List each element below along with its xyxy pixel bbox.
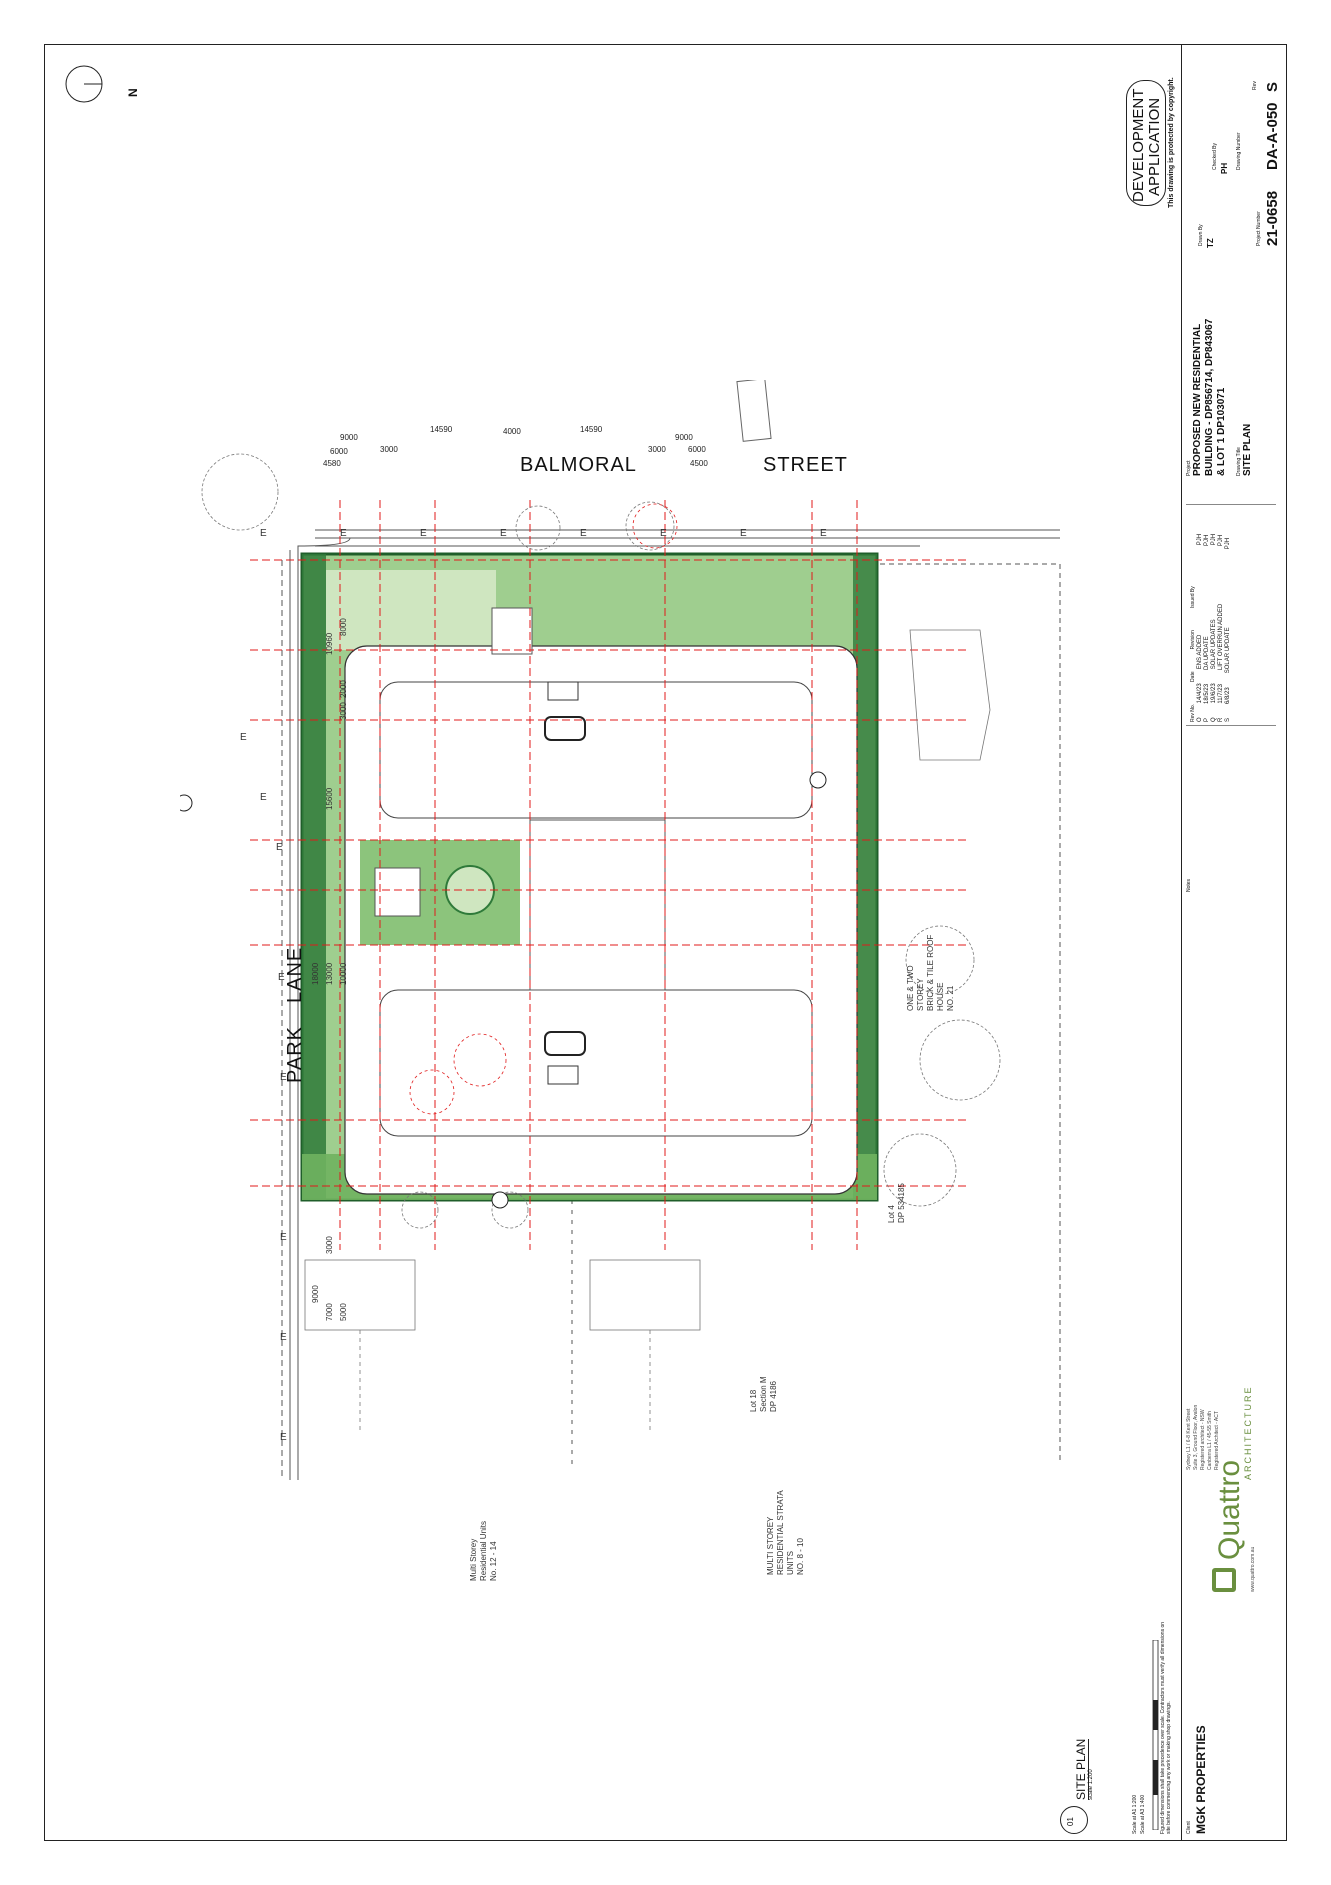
brand-name: Quattro	[1213, 1459, 1246, 1560]
drawing-sheet	[44, 44, 1287, 1841]
project-number-label: Project Number	[1256, 211, 1262, 246]
svg-text:E: E	[260, 792, 267, 803]
svg-text:14590: 14590	[430, 425, 453, 434]
dim-left-1: 10960	[325, 632, 334, 655]
dim-left-11: 7000	[325, 1303, 334, 1321]
revisions-table	[1186, 504, 1276, 726]
svg-text:E: E	[660, 528, 667, 539]
east-house-label: ONE & TWO STOREY BRICK & TILE ROOF HOUSE…	[906, 934, 955, 1011]
svg-text:E: E	[740, 528, 747, 539]
svg-text:E: E	[276, 842, 283, 853]
sheet-scale: scale 1:200	[1088, 1769, 1094, 1800]
park-label: PARK	[284, 1026, 306, 1083]
svg-text:E: E	[280, 1072, 287, 1083]
scale-bar	[1152, 1640, 1159, 1830]
sheet-ref-bubble	[1060, 1806, 1088, 1834]
drawn-by-value: TZ	[1206, 238, 1215, 248]
da-stamp	[1126, 80, 1166, 206]
scale-a3: Scale at A3 1:400	[1140, 1794, 1146, 1834]
dim-left-9: 3000	[325, 1236, 334, 1254]
brand-address: Sydney L1 / 6-8 Kent Street Suite 3, Gro…	[1186, 1404, 1220, 1470]
drawing-title-value: SITE PLAN	[1242, 423, 1253, 476]
dim-left-7: 13000	[325, 962, 334, 985]
svg-text:6000: 6000	[688, 445, 706, 454]
svg-text:3000: 3000	[380, 445, 398, 454]
revisions-header: Rev No. Date Revision Issued By	[1190, 586, 1196, 722]
dim-left-10: 9000	[311, 1285, 320, 1303]
svg-text:E: E	[820, 528, 827, 539]
svg-text:E: E	[260, 528, 267, 539]
balmoral-street-label: BALMORAL	[520, 454, 637, 476]
north-arrow-icon	[65, 65, 103, 103]
rev-value: S	[1264, 81, 1281, 92]
project-title: PROPOSED NEW RESIDENTIAL BUILDING - DP85…	[1192, 318, 1227, 476]
lot4-label: Lot 4 DP 534185	[887, 1183, 906, 1223]
lane-label: LANE	[284, 946, 306, 1003]
brand-sub: ARCHITECTURE	[1243, 1385, 1253, 1480]
street-label: STREET	[763, 454, 848, 476]
da-stamp-line2: APPLICATION	[1146, 97, 1163, 196]
svg-text:14590: 14590	[580, 425, 603, 434]
svg-text:9000: 9000	[340, 433, 358, 442]
site-plan: E E E E E E E E E E E E E E E E 9000 14590 4000 14…	[180, 380, 1061, 1480]
drawing-number-label: Drawing Number	[1236, 132, 1242, 170]
dim-left-8: 10000	[339, 962, 348, 985]
client-value: MGK PROPERTIES	[1194, 1725, 1208, 1834]
svg-text:9000: 9000	[675, 433, 693, 442]
svg-text:E: E	[580, 528, 587, 539]
svg-text:E: E	[240, 732, 247, 743]
quattro-logo-icon	[1212, 1568, 1236, 1592]
svg-text:E: E	[420, 528, 427, 539]
title-block	[1181, 44, 1287, 1841]
svg-text:E: E	[340, 528, 347, 539]
client-label: Client	[1186, 1821, 1192, 1834]
svg-text:E: E	[280, 1232, 287, 1243]
drawn-by-label: Drawn By	[1198, 224, 1204, 246]
svg-text:6000: 6000	[330, 447, 348, 456]
svg-text:E: E	[278, 972, 285, 983]
svg-text:E: E	[280, 1332, 287, 1343]
dim-left-3: 3000	[339, 702, 348, 720]
da-stamp-line1: DEVELOPMENT	[1130, 88, 1147, 202]
dim-left-12: 5000	[339, 1303, 348, 1321]
checked-by-label: Checked By	[1212, 143, 1218, 170]
dim-left-6: 18000	[311, 962, 320, 985]
rev-label: Rev	[1252, 81, 1258, 90]
svg-text:3000: 3000	[648, 445, 666, 454]
sheet-ref: 01	[1066, 1817, 1075, 1826]
multi-left-label: Multi Storey Residential Units No. 12 - …	[469, 1520, 498, 1581]
svg-text:4000: 4000	[503, 427, 521, 436]
copyright-text: This drawing is protected by copyright.	[1168, 77, 1175, 208]
svg-text:E: E	[500, 528, 507, 539]
dim-left-4: 2000	[339, 680, 348, 698]
dim-left-5: 15600	[325, 787, 334, 810]
north-label: N	[126, 88, 140, 97]
dim-left-2: 8000	[339, 618, 348, 636]
notes-label: Notes	[1186, 878, 1192, 892]
lot18-label: Lot 18 Section M DP 4186	[749, 1376, 778, 1412]
project-number-value: 21-0658	[1264, 190, 1281, 246]
svg-text:4500: 4500	[690, 459, 708, 468]
drawing-number-value: DA-A-050	[1264, 102, 1281, 170]
svg-text:4580: 4580	[323, 459, 341, 468]
sheet-title: SITE PLAN	[1074, 1738, 1089, 1800]
checked-by-value: PH	[1220, 162, 1229, 174]
brand-web: www.quattro.com.au	[1250, 1546, 1256, 1592]
multi-right-label: MULTI STOREY RESIDENTIAL STRATA UNITS NO…	[766, 1490, 805, 1575]
svg-text:E: E	[280, 1432, 287, 1443]
scale-a1: Scale at A1 1:200	[1132, 1794, 1138, 1834]
